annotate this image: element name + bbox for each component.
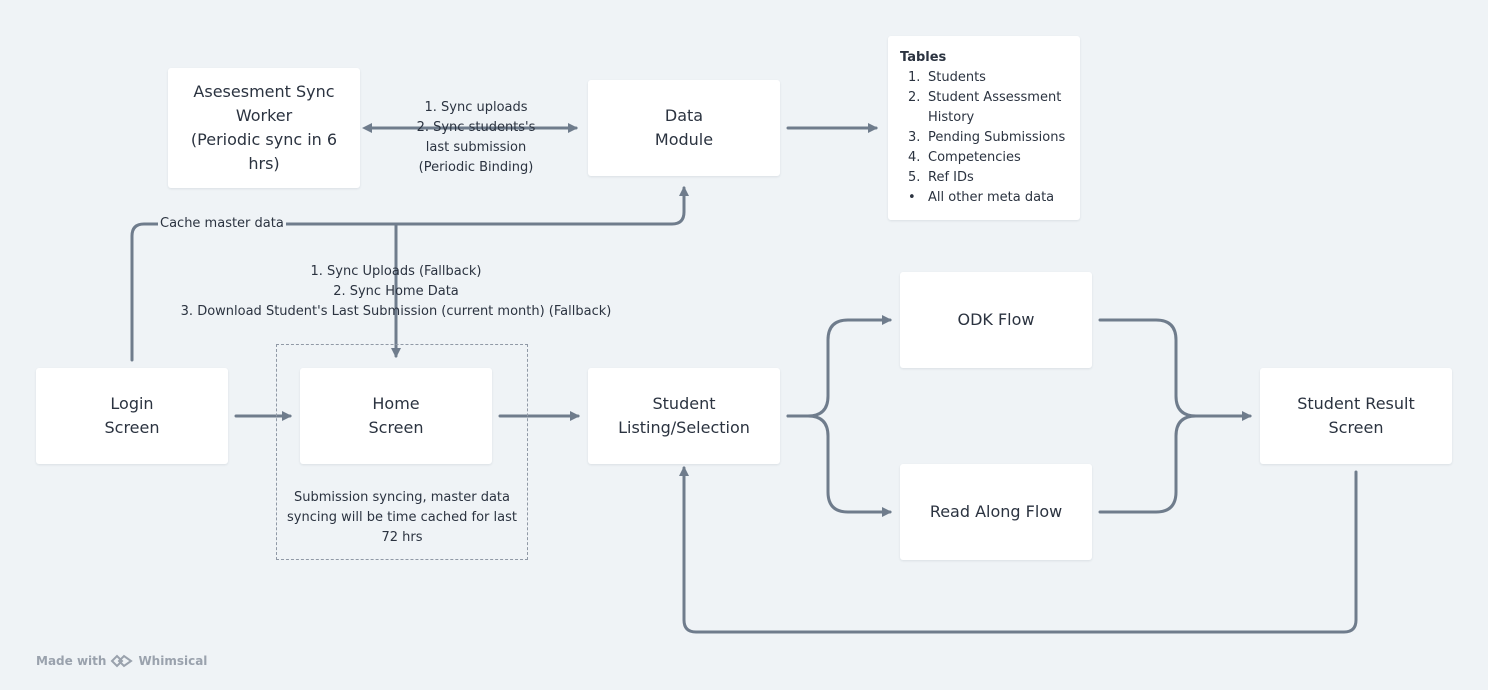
table-item-text: Students: [928, 70, 986, 85]
made-with-text: Made with: [36, 654, 107, 668]
student-result-node[interactable]: Student Result Screen: [1260, 368, 1452, 464]
table-item-marker: 1.: [908, 70, 921, 85]
made-with-whimsical[interactable]: Made with Whimsical: [36, 654, 207, 668]
student-result-line-1: Student Result: [1297, 394, 1415, 413]
sync-edge-label-line: last submission: [425, 140, 527, 155]
login-line-1: Login: [110, 394, 154, 413]
home-sync-label-line: 1. Sync Uploads (Fallback): [310, 264, 482, 279]
home-sync-label-line: 3. Download Student's Last Submission (c…: [180, 304, 612, 319]
table-item: 5. Ref IDs: [900, 168, 1072, 188]
student-listing-line-1: Student: [652, 394, 716, 413]
cache-master-text: Cache master data: [158, 214, 286, 234]
read-along-flow-label: Read Along Flow: [929, 502, 1063, 521]
tables-title: Tables: [900, 50, 947, 65]
sync-worker-line-3: (Periodic sync in 6: [190, 130, 338, 149]
home-cache-note-line: 72 hrs: [381, 530, 423, 545]
edge-listing-odk: [786, 315, 892, 418]
table-item: 1. Students: [900, 68, 1072, 88]
read-along-flow-node[interactable]: Read Along Flow: [900, 464, 1092, 560]
sync-worker-node[interactable]: Asesesment Sync Worker (Periodic sync in…: [168, 68, 360, 188]
table-item-text: Student Assessment History: [928, 90, 1062, 125]
table-item: • All other meta data: [900, 188, 1072, 208]
home-screen-node[interactable]: Home Screen: [300, 368, 492, 464]
data-module-line-1: Data: [664, 106, 704, 125]
table-item-text: Pending Submissions: [928, 130, 1066, 145]
edge-read-along-result: [1098, 414, 1198, 514]
sync-worker-line-2: Worker: [235, 106, 293, 125]
home-line-1: Home: [372, 394, 420, 413]
login-line-2: Screen: [104, 418, 160, 437]
sync-worker-line-1: Asesesment Sync: [193, 82, 335, 101]
home-cache-note-line: syncing will be time cached for last: [287, 510, 517, 525]
home-sync-label-line: 2. Sync Home Data: [333, 284, 459, 299]
home-line-2: Screen: [368, 418, 424, 437]
cache-master-label: Cache master data: [158, 214, 286, 234]
table-item: 4. Competencies: [900, 148, 1072, 168]
home-cache-group: [276, 344, 528, 560]
table-item: 2. Student Assessment History: [900, 88, 1072, 128]
odk-flow-node[interactable]: ODK Flow: [900, 272, 1092, 368]
sync-edge-label-line: 2. Sync students's: [416, 120, 536, 135]
table-item-text: All other meta data: [928, 190, 1055, 205]
edge-result-listing: [679, 466, 1358, 634]
table-item-text: Competencies: [928, 150, 1021, 165]
whimsical-logo-icon: [111, 654, 134, 668]
login-screen-node[interactable]: Login Screen: [36, 368, 228, 464]
whimsical-brand-text: Whimsical: [138, 654, 208, 668]
edge-login-data-module: [130, 186, 689, 362]
edge-listing-read-along: [786, 414, 892, 517]
table-item-marker: 2.: [908, 90, 921, 105]
sync-edge-label: 1. Sync uploads 2. Sync students's last …: [396, 98, 556, 178]
data-module-node[interactable]: Data Module: [588, 80, 780, 176]
home-cache-note: Submission syncing, master data syncing …: [276, 488, 528, 548]
student-listing-line-2: Listing/Selection: [618, 418, 750, 437]
table-item: 3. Pending Submissions: [900, 128, 1072, 148]
data-module-line-2: Module: [654, 130, 714, 149]
tables-note[interactable]: Tables 1. Students 2. Student Assessment H…: [888, 36, 1080, 220]
table-item-text: Ref IDs: [928, 170, 974, 185]
student-result-line-2: Screen: [1328, 418, 1384, 437]
table-item-marker: 5.: [908, 170, 921, 185]
odk-flow-label: ODK Flow: [957, 310, 1035, 329]
edge-odk-result: [1098, 318, 1252, 421]
home-cache-note-line: Submission syncing, master data: [294, 490, 510, 505]
table-item-marker: •: [908, 190, 916, 205]
sync-worker-line-4: hrs): [248, 154, 280, 173]
table-item-marker: 4.: [908, 150, 921, 165]
sync-edge-label-line: 1. Sync uploads: [424, 100, 528, 115]
student-listing-node[interactable]: Student Listing/Selection: [588, 368, 780, 464]
sync-edge-label-line: (Periodic Binding): [418, 160, 534, 175]
table-item-marker: 3.: [908, 130, 921, 145]
home-sync-label: 1. Sync Uploads (Fallback) 2. Sync Home …: [156, 262, 636, 322]
